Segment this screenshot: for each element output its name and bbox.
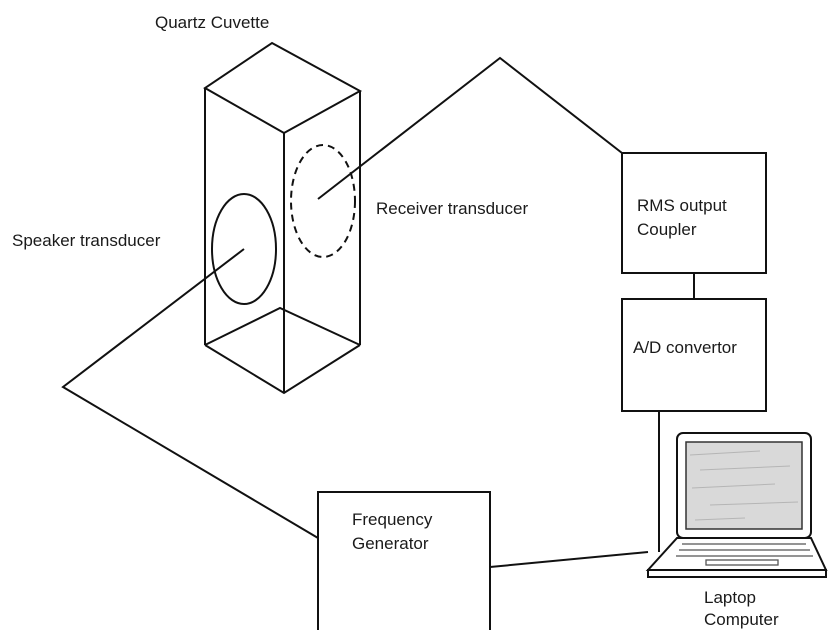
receiver-transducer	[290, 144, 356, 258]
speaker-transducer	[211, 193, 277, 305]
ad-convertor-box	[621, 298, 767, 412]
freq-label-line1: Frequency	[352, 510, 433, 529]
generator-laptop-wire	[489, 551, 649, 568]
speaker-label: Speaker transducer	[12, 231, 161, 250]
frequency-generator-box	[317, 491, 491, 630]
cuvette-bottom-edges	[204, 344, 361, 395]
cuvette-top-face	[203, 41, 363, 135]
ad-label: A/D convertor	[633, 338, 737, 357]
receiver-label: Receiver transducer	[376, 199, 528, 218]
speaker-wire	[61, 248, 319, 539]
cuvette-hidden-bottom-edges	[204, 306, 361, 346]
rms-coupler-box	[621, 152, 767, 274]
laptop-icon	[645, 432, 828, 578]
rms-label-line1: RMS output	[637, 196, 727, 215]
quartz-cuvette	[203, 41, 363, 395]
rms-label-line2: Coupler	[637, 220, 697, 239]
laptop-label-line1: Laptop	[704, 588, 756, 607]
laptop-label-line2: Computer	[704, 610, 779, 629]
receiver-wire	[317, 56, 623, 200]
freq-label-line2: Generator	[352, 534, 429, 553]
cuvette-label: Quartz Cuvette	[155, 13, 269, 32]
